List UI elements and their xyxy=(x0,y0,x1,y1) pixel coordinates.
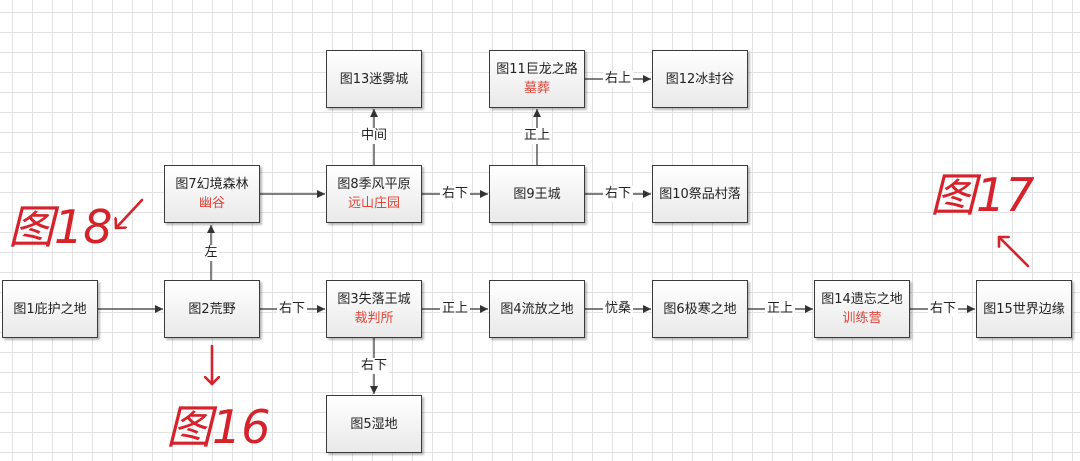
node-map-8[interactable]: 图8季风平原 远山庄园 xyxy=(326,165,422,223)
node-map-15[interactable]: 图15世界边缘 xyxy=(976,280,1072,338)
annotation-fig16: 图16 xyxy=(166,400,271,454)
node-title: 图7幻境森林 xyxy=(175,177,249,192)
node-title: 图8季风平原 xyxy=(337,177,411,192)
edge-label-n2-n3: 右下 xyxy=(276,301,308,317)
edge-label-n11-n12: 右上 xyxy=(602,71,634,87)
node-map-1[interactable]: 图1庇护之地 xyxy=(2,280,98,338)
node-subtitle: 墓葬 xyxy=(523,81,550,96)
node-map-2[interactable]: 图2荒野 xyxy=(164,280,260,338)
fig18-hand-arrow xyxy=(116,198,144,230)
node-subtitle: 远山庄园 xyxy=(347,196,400,211)
node-map-4[interactable]: 图4流放之地 xyxy=(489,280,585,338)
edge-label-n3-n5: 右下 xyxy=(358,358,390,374)
node-title: 图13迷雾城 xyxy=(339,71,409,87)
annotation-fig17: 图17 xyxy=(930,168,1035,222)
node-map-10[interactable]: 图10祭品村落 xyxy=(652,165,748,223)
node-map-7[interactable]: 图7幻境森林 幽谷 xyxy=(164,165,260,223)
edge-label-n6-n14: 正上 xyxy=(764,301,796,317)
node-map-5[interactable]: 图5湿地 xyxy=(326,395,422,453)
edge-label-n3-n4: 正上 xyxy=(439,301,471,317)
node-map-11[interactable]: 图11巨龙之路 墓葬 xyxy=(489,50,585,108)
node-title: 图10祭品村落 xyxy=(659,186,741,202)
edge-label-n8-n9: 右下 xyxy=(439,186,471,202)
node-map-13[interactable]: 图13迷雾城 xyxy=(326,50,422,108)
node-map-9[interactable]: 图9王城 xyxy=(489,165,585,223)
node-title: 图5湿地 xyxy=(350,416,398,432)
node-subtitle: 训练营 xyxy=(842,311,882,326)
node-map-6[interactable]: 图6极寒之地 xyxy=(652,280,748,338)
node-map-12[interactable]: 图12冰封谷 xyxy=(652,50,748,108)
node-title: 图6极寒之地 xyxy=(663,301,737,317)
node-subtitle: 幽谷 xyxy=(198,196,225,211)
node-title: 图9王城 xyxy=(513,186,561,202)
node-title: 图4流放之地 xyxy=(500,301,574,317)
node-map-3[interactable]: 图3失落王城 裁判所 xyxy=(326,280,422,338)
node-title: 图12冰封谷 xyxy=(665,71,735,87)
node-title: 图15世界边缘 xyxy=(983,301,1065,317)
node-subtitle: 裁判所 xyxy=(354,311,394,326)
edge-label-n4-n6: 忧桑 xyxy=(602,301,634,317)
edge-label-n9-n10: 右下 xyxy=(602,186,634,202)
fig17-hand-arrow xyxy=(997,235,1030,268)
annotation-fig18: 图18 xyxy=(8,200,113,254)
node-title: 图11巨龙之路 xyxy=(496,62,578,77)
edge-label-n9-n11: 正上 xyxy=(521,128,553,144)
edge-label-n2-n7: 左 xyxy=(202,245,220,261)
node-title: 图3失落王城 xyxy=(337,292,411,307)
node-title: 图2荒野 xyxy=(188,301,236,317)
node-title: 图14遗忘之地 xyxy=(821,292,903,307)
edge-label-n8-n13: 中间 xyxy=(358,128,390,144)
node-map-14[interactable]: 图14遗忘之地 训练营 xyxy=(814,280,910,338)
edge-label-n14-n15: 右下 xyxy=(927,301,959,317)
node-title: 图1庇护之地 xyxy=(13,301,87,317)
